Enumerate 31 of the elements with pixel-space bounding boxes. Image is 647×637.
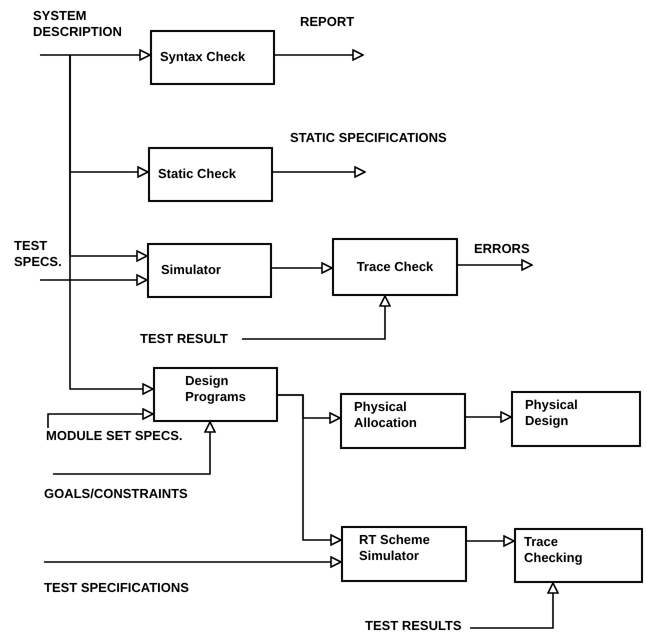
- arrow: [53, 421, 216, 475]
- process-box: Physical Design: [511, 391, 641, 447]
- process-box: Static Check: [148, 147, 273, 202]
- process-box: Trace Check: [332, 238, 458, 296]
- arrow: [278, 394, 342, 546]
- input-label: GOALS/CONSTRAINTS: [44, 486, 204, 504]
- arrow: [44, 556, 342, 568]
- input-label: SYSTEM DESCRIPTION: [33, 8, 145, 44]
- input-label: TEST SPECIFICATIONS: [44, 580, 216, 598]
- process-box: RT Scheme Simulator: [341, 526, 467, 582]
- input-label: TEST SPECS.: [14, 238, 74, 274]
- arrow: [47, 408, 154, 428]
- arrow: [273, 166, 366, 178]
- arrow: [467, 535, 515, 547]
- arrow: [40, 49, 151, 61]
- process-box: Design Programs: [153, 367, 278, 422]
- input-label: MODULE SET SPECS.: [46, 428, 196, 446]
- input-label: TEST RESULTS: [365, 618, 467, 636]
- arrow: [272, 262, 333, 274]
- arrow: [458, 259, 533, 271]
- arrow: [40, 274, 148, 286]
- process-box: Trace Checking: [514, 528, 643, 583]
- input-label: TEST RESULT: [140, 331, 238, 349]
- process-box: Syntax Check: [150, 30, 275, 85]
- process-box: Simulator: [147, 243, 272, 298]
- arrow: [466, 411, 512, 423]
- arrow: [275, 49, 364, 61]
- arrow: [69, 55, 154, 395]
- arrow: [242, 295, 391, 340]
- arrow: [470, 582, 559, 629]
- process-box: Physical Allocation: [340, 393, 466, 449]
